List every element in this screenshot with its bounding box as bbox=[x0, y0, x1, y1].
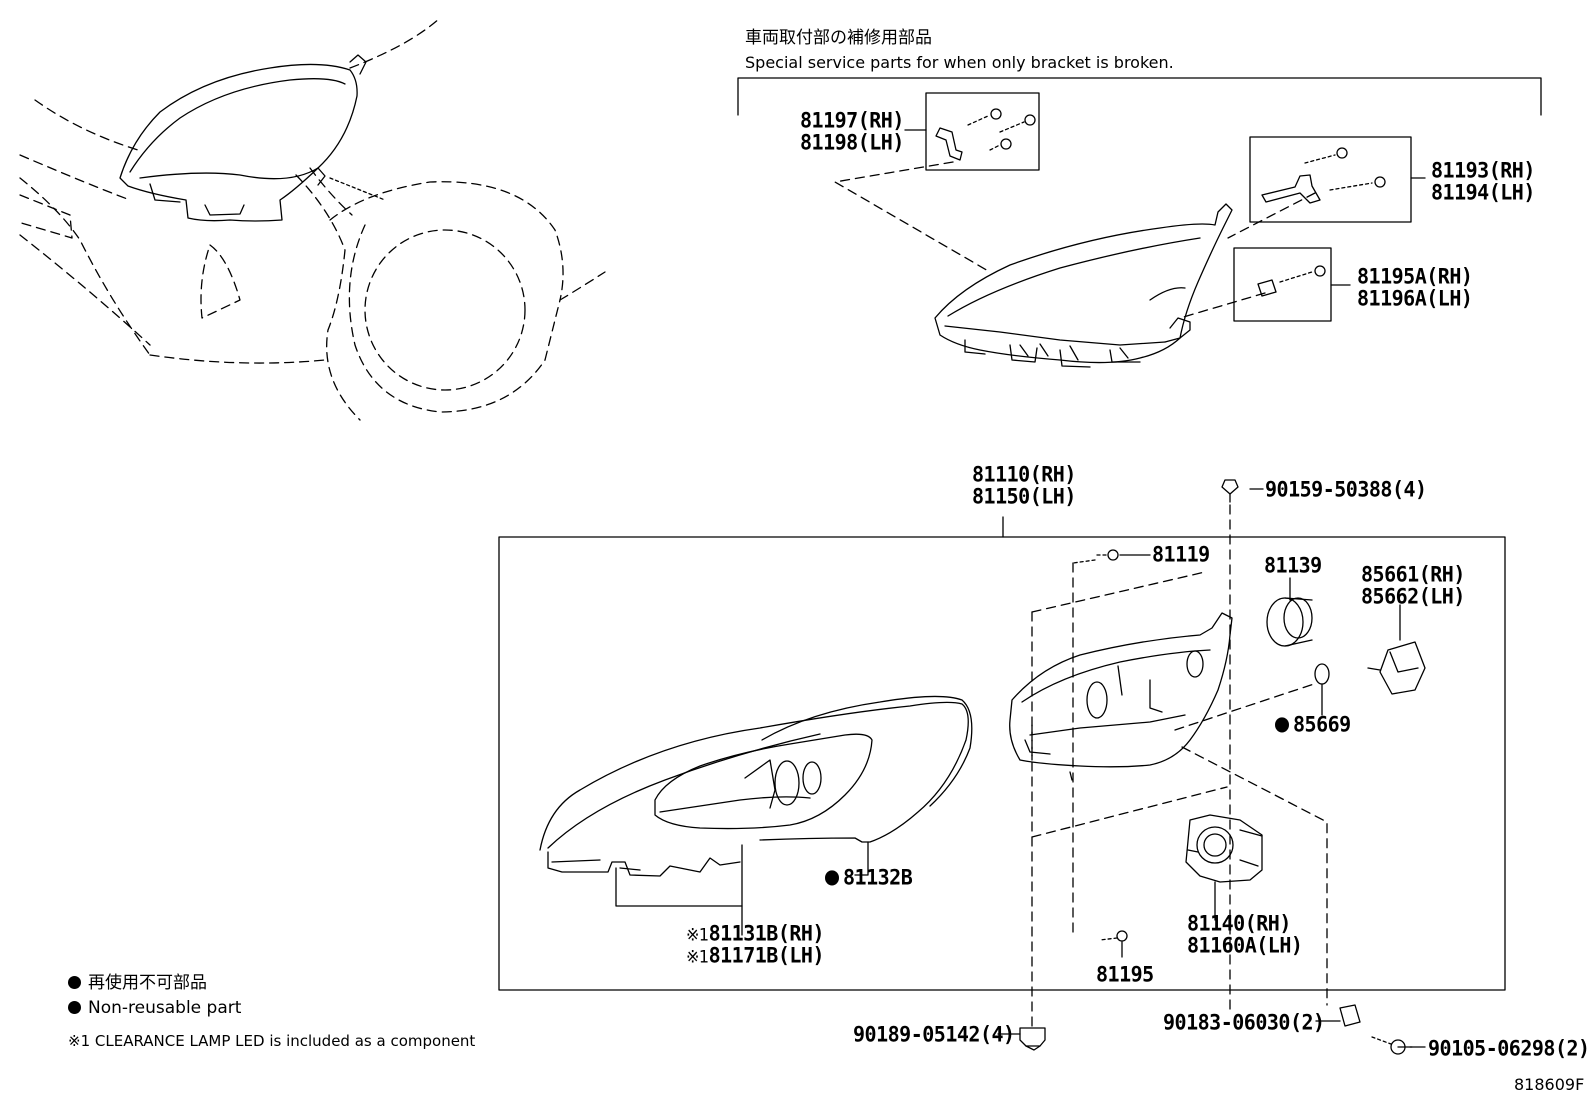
part-81131b: ※181131B(RH) bbox=[686, 919, 825, 946]
part-81195a: 81195A(RH) bbox=[1357, 262, 1473, 289]
legend-en: Non-reusable part bbox=[68, 1000, 241, 1017]
bracket-81195a-box bbox=[1233, 247, 1332, 322]
part-90189: 90189-05142(4) bbox=[853, 1020, 1015, 1047]
part-81171b: ※181171B(LH) bbox=[686, 941, 825, 968]
part-81131b-number: 81131B(RH) bbox=[708, 919, 825, 946]
figure-code: 818609F bbox=[1514, 1075, 1585, 1094]
legend-en-text: Non-reusable part bbox=[88, 998, 242, 1018]
part-85661: 85661(RH) bbox=[1361, 560, 1465, 587]
vehicle-front-illustration bbox=[17, 17, 606, 421]
part-85669: 85669 bbox=[1275, 713, 1351, 735]
part-81140: 81140(RH) bbox=[1187, 909, 1291, 936]
header-en: Special service parts for when only brac… bbox=[745, 53, 1174, 72]
part-81132b: 81132B bbox=[825, 863, 913, 890]
part-90183: 90183-06030(2) bbox=[1163, 1008, 1325, 1035]
part-81150: 81150(LH) bbox=[972, 482, 1076, 509]
clearance-lamp-mark: ※1 bbox=[686, 924, 709, 945]
part-81110: 81110(RH) bbox=[972, 460, 1076, 487]
part-81171b-number: 81171B(LH) bbox=[708, 941, 825, 968]
main-assembly-section bbox=[498, 479, 1506, 1031]
service-bracket-section bbox=[737, 77, 1542, 368]
header-jp: 車両取付部の補修用部品 bbox=[745, 28, 932, 48]
bracket-81197-box bbox=[925, 92, 1040, 171]
part-81193: 81193(RH) bbox=[1431, 156, 1535, 183]
part-81160a: 81160A(LH) bbox=[1187, 931, 1303, 958]
part-90159: 90159-50388(4) bbox=[1265, 475, 1427, 502]
part-81198: 81198(LH) bbox=[800, 128, 904, 155]
bottom-fasteners bbox=[997, 1004, 1426, 1055]
non-reusable-marker bbox=[1275, 717, 1289, 733]
part-81132b-number: 81132B bbox=[843, 863, 913, 890]
legend-note: ※1 CLEARANCE LAMP LED is included as a c… bbox=[68, 1032, 476, 1050]
legend-jp-text: 再使用不可部品 bbox=[88, 973, 207, 993]
non-reusable-marker bbox=[825, 870, 839, 886]
part-90105: 90105-06298(2) bbox=[1428, 1034, 1590, 1061]
part-85662: 85662(LH) bbox=[1361, 582, 1465, 609]
part-81119: 81119 bbox=[1152, 540, 1210, 567]
clearance-lamp-mark: ※1 bbox=[686, 946, 709, 967]
assembly-frame bbox=[498, 536, 1506, 991]
bracket-81193-box bbox=[1249, 136, 1412, 223]
part-81194: 81194(LH) bbox=[1431, 178, 1535, 205]
legend-jp: 再使用不可部品 bbox=[68, 975, 207, 992]
part-81195: 81195 bbox=[1096, 960, 1154, 987]
part-81139: 81139 bbox=[1264, 551, 1322, 578]
part-85669-number: 85669 bbox=[1293, 710, 1351, 737]
part-81197: 81197(RH) bbox=[800, 106, 904, 133]
legend-marker bbox=[68, 1001, 81, 1014]
legend-marker bbox=[68, 976, 81, 989]
part-81196a: 81196A(LH) bbox=[1357, 284, 1473, 311]
